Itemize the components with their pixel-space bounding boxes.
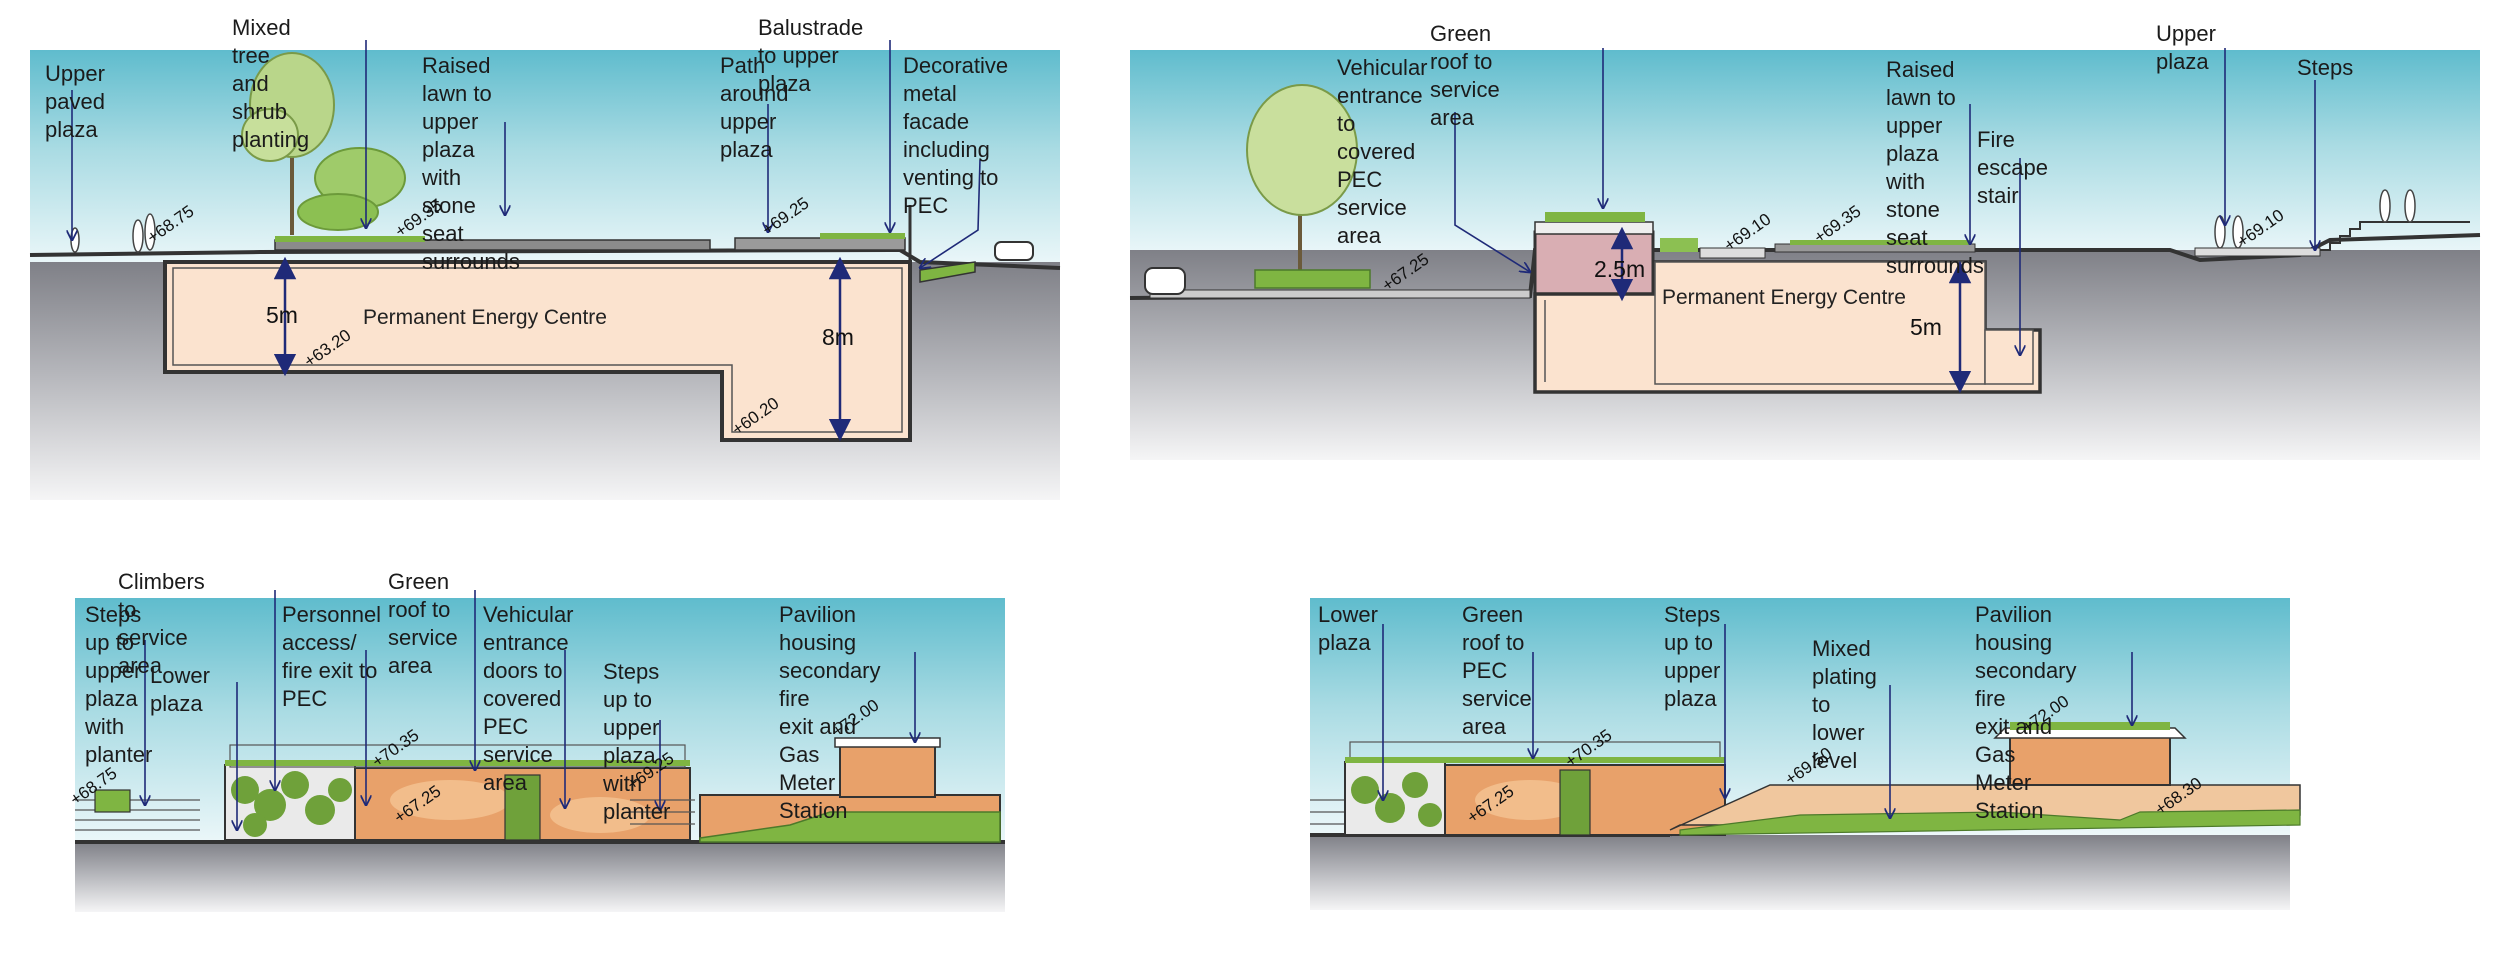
label-climbers: Climbers to service area bbox=[118, 569, 205, 678]
label-raised-lawn: Raised lawn to upper plaza with stone se… bbox=[1886, 57, 1984, 278]
label-pec: Permanent Energy Centre bbox=[363, 306, 607, 329]
section1-tree-illustration bbox=[241, 52, 406, 235]
label-upper-paved-plaza: Upper paved plaza bbox=[45, 61, 105, 142]
label-raised-lawn: Raised lawn to upper plaza with stone se… bbox=[422, 53, 520, 274]
label-green-roof: Green roof to service area bbox=[388, 569, 458, 678]
label-pavilion: Pavilion housing secondary fire exit and… bbox=[1975, 602, 2077, 823]
label-fire-escape-stair: Fire escape stair bbox=[1977, 127, 2048, 208]
label-pavilion: Pavilion housing secondary fire exit and… bbox=[779, 602, 881, 823]
dimension-5m: 5m bbox=[1910, 314, 1942, 340]
elevation2-ground bbox=[1310, 835, 2290, 910]
label-lower-plaza: Lower plaza bbox=[150, 663, 210, 716]
elevation1-drawing bbox=[75, 590, 1005, 844]
label-green-roof-pec: Green roof to PEC service area bbox=[1462, 602, 1532, 739]
label-upper-plaza: Upper plaza bbox=[2156, 21, 2216, 74]
section2-service-area bbox=[1533, 230, 1655, 296]
elevation1-ground bbox=[75, 842, 1005, 912]
label-vehicular-entrance: Vehicular entrance to covered PEC servic… bbox=[1337, 55, 1428, 248]
label-steps-up-planter: Steps up to upper plaza with planter bbox=[85, 602, 153, 767]
label-mixed-tree-shrub-planting: Mixed tree and shrub planting bbox=[232, 15, 310, 152]
section1-drawing bbox=[29, 40, 1061, 442]
label-steps-up-planter-2: Steps up to upper plaza with planter bbox=[603, 659, 671, 824]
label-green-roof: Green roof to service area bbox=[1430, 21, 1500, 130]
label-decorative-facade: Decorative metal facade including ventin… bbox=[903, 53, 1009, 218]
label-mixed-plating: Mixed plating to lower level bbox=[1812, 636, 1877, 773]
dimension-8m: 8m bbox=[822, 324, 854, 350]
label-pec: Permanent Energy Centre bbox=[1662, 286, 1906, 309]
elevation2-pavilion bbox=[2009, 734, 2171, 786]
section1-pec-box bbox=[163, 260, 912, 442]
label-steps-up: Steps up to upper plaza bbox=[1664, 602, 1721, 711]
dimension-2-5m: 2.5m bbox=[1594, 256, 1646, 282]
label-balustrade: Balustrade to upper plaza bbox=[758, 15, 864, 96]
section2-pec-box bbox=[1654, 261, 1986, 385]
elevation2-drawing bbox=[1310, 624, 2301, 837]
dimension-5m: 5m bbox=[266, 302, 298, 328]
section2-drawing bbox=[1129, 48, 2481, 394]
section2-tree-illustration bbox=[1246, 84, 1371, 289]
label-personnel-access: Personnel access/ fire exit to PEC bbox=[282, 602, 382, 711]
label-lower-plaza: Lower plaza bbox=[1318, 602, 1378, 655]
label-path-around: Path around upper plaza bbox=[720, 53, 789, 162]
label-steps: Steps bbox=[2297, 55, 2354, 80]
label-vehicular-doors: Vehicular entrance doors to covered PEC … bbox=[483, 602, 574, 795]
